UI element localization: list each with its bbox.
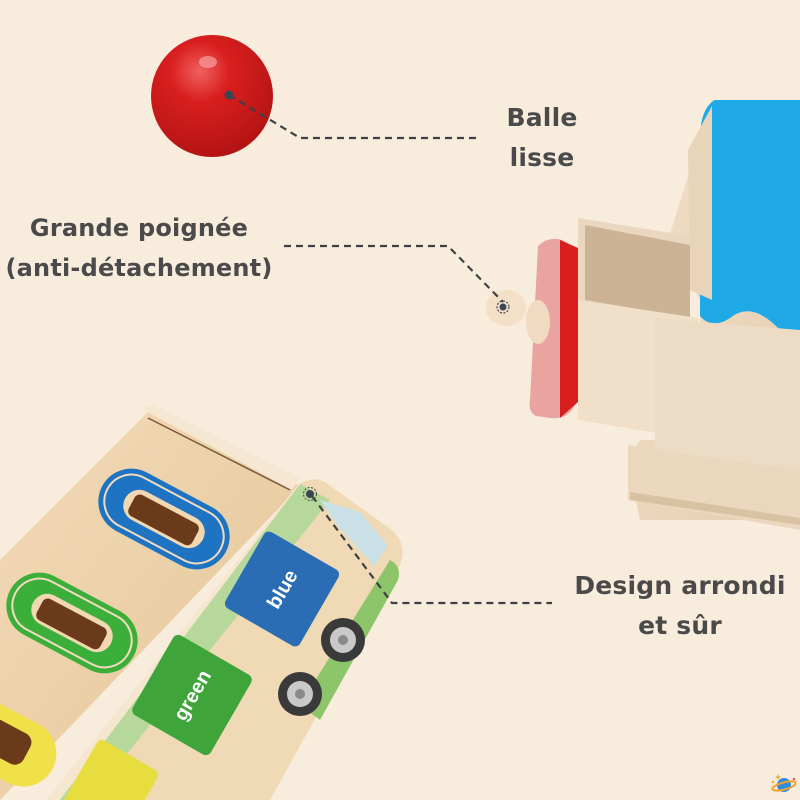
leader-lines bbox=[228, 94, 552, 605]
callout-line: Design arrondi bbox=[574, 571, 786, 600]
shape-sorter-bus bbox=[0, 404, 403, 800]
red-ball bbox=[151, 35, 273, 157]
callout-line: (anti-détachement) bbox=[5, 254, 273, 282]
callout-line: lisse bbox=[509, 143, 575, 172]
planet-logo-icon bbox=[771, 774, 797, 792]
callout-line: Balle bbox=[506, 103, 578, 132]
ball-anchor-dot bbox=[224, 90, 234, 100]
design-leader-line bbox=[311, 495, 552, 605]
blue-lid bbox=[700, 100, 800, 330]
callout-line: Grande poignée bbox=[29, 214, 249, 242]
ball-leader-line bbox=[228, 94, 476, 140]
handle-leader-line bbox=[284, 244, 504, 303]
callout-smooth-ball: Balle lisse bbox=[492, 98, 592, 178]
callout-large-handle: Grande poignée (anti-détachement) bbox=[0, 208, 278, 288]
ball-drop-box bbox=[486, 100, 800, 530]
callout-rounded-design: Design arrondi et sûr bbox=[566, 566, 794, 646]
callout-line: et sûr bbox=[638, 611, 722, 640]
